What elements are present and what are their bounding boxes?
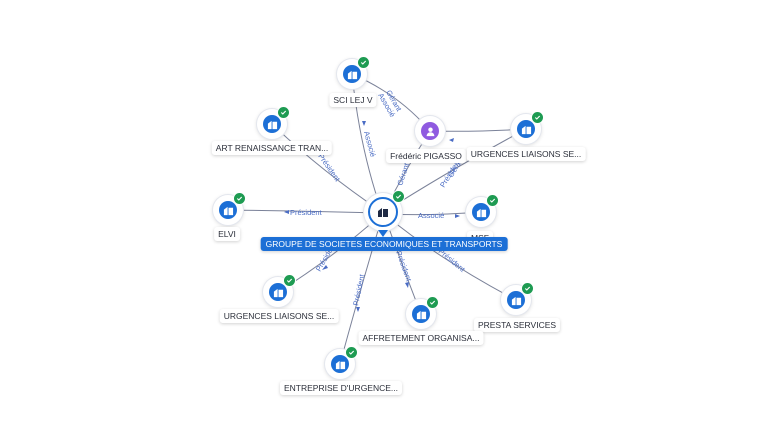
edge-arrow [449, 138, 454, 142]
edge-arrow [356, 307, 360, 312]
node-central-company[interactable] [364, 190, 405, 237]
building-icon [378, 208, 388, 217]
node-label-elvi[interactable]: ELVI [214, 227, 240, 241]
node-label-presta-services[interactable]: PRESTA SERVICES [473, 318, 561, 332]
edge-arrow [362, 121, 366, 126]
node-entreprise-urgence[interactable] [325, 346, 358, 379]
node-label-urgences-liaisons-1[interactable]: URGENCES LIAISONS SE... [466, 147, 586, 161]
location-pin-icon [378, 230, 388, 237]
person-icon [426, 126, 434, 136]
building-icon [521, 125, 531, 134]
edge-label-msf-associe: Associé [418, 211, 444, 220]
verified-check-icon [283, 274, 296, 287]
node-affretement-organisa[interactable] [406, 296, 439, 329]
edge-arrow [455, 214, 460, 218]
building-icon [511, 296, 521, 305]
verified-check-icon [357, 56, 370, 69]
edge-label-fred-gerant: Gérant [395, 161, 411, 186]
building-icon [416, 310, 426, 319]
edge-label-elvi-president: Président [290, 208, 323, 217]
node-presta-services[interactable] [501, 282, 534, 315]
building-icon [347, 70, 357, 79]
node-label-sci-lej-v[interactable]: SCI LEJ V [329, 93, 377, 107]
verified-check-icon [486, 194, 499, 207]
verified-check-icon [233, 192, 246, 205]
node-label-affretement-organisa[interactable]: AFFRETEMENT ORGANISA... [358, 331, 484, 345]
node-sci-lej-v[interactable] [337, 56, 370, 89]
building-icon [267, 120, 277, 129]
building-icon [335, 360, 345, 369]
edge-elvi-central [227, 209, 383, 214]
verified-check-icon [345, 346, 358, 359]
verified-check-icon [426, 296, 439, 309]
edge-arrow [322, 265, 328, 270]
edge-arrow [284, 210, 289, 214]
building-icon [476, 208, 486, 217]
verified-check-icon [521, 282, 534, 295]
node-label-central-company[interactable]: GROUPE DE SOCIETES ECONOMIQUES ET TRANSP… [260, 237, 508, 251]
edge-label-sci-associe-center: Associé [362, 130, 377, 158]
verified-check-icon [277, 106, 290, 119]
edge-arrow [405, 282, 409, 288]
node-urgences-liaisons-2[interactable] [263, 274, 296, 307]
node-label-art-renaissance[interactable]: ART RENAISSANCE TRAN... [211, 141, 333, 155]
node-frederic-pigasso[interactable] [415, 116, 445, 146]
node-msf[interactable] [466, 194, 499, 227]
node-elvi[interactable] [213, 192, 246, 225]
verified-check-icon [392, 190, 405, 203]
node-label-entreprise-urgence[interactable]: ENTREPRISE D'URGENCE... [279, 381, 403, 395]
building-icon [223, 206, 233, 215]
node-label-urgences-liaisons-2[interactable]: URGENCES LIAISONS SE... [219, 309, 339, 323]
edge-entreprise-central [339, 213, 384, 365]
node-label-frederic-pigasso[interactable]: Frédéric PIGASSO [386, 149, 466, 163]
node-urgences-liaisons-1[interactable] [511, 111, 544, 144]
edge-label-art-president: Président [316, 152, 342, 184]
verified-check-icon [531, 111, 544, 124]
building-icon [273, 288, 283, 297]
edge-label-entreprise-president: Président [351, 273, 367, 307]
edge-label-affret-president: Président [394, 250, 414, 284]
node-art-renaissance[interactable] [257, 106, 290, 139]
